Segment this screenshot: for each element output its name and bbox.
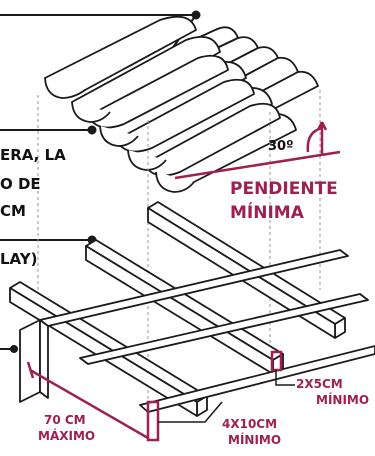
tile-rows [44, 15, 319, 187]
tile-cover [115, 78, 255, 153]
spacing-label-2: MÁXIMO [38, 428, 95, 443]
tile-ends [44, 77, 195, 193]
guide-lines [37, 90, 321, 400]
rafters [19, 249, 375, 413]
size-leaders [158, 370, 295, 423]
slope-label-line-1: PENDIENTE [230, 179, 338, 199]
tile-cover [143, 102, 281, 177]
angle-label: 30º [268, 139, 293, 154]
rafter [139, 345, 375, 413]
rafter [79, 293, 369, 365]
callout-text-2: O DE [0, 175, 41, 193]
batten-size-label-1: 2X5CM [296, 377, 343, 391]
rafter-size-label-1: 4X10CM [222, 417, 277, 431]
slope-indicator [174, 121, 341, 180]
rafter-end [19, 319, 41, 403]
leader-top-dot [191, 10, 201, 20]
spacing-label-1: 70 CM [44, 413, 86, 427]
callout-text-3: CM [0, 202, 26, 220]
rafter-section-marker [146, 400, 160, 442]
slope-label-line-2: MÍNIMA [230, 201, 305, 223]
tile-cover [87, 54, 229, 129]
callout-text-1: ERA, LA [0, 146, 66, 164]
leader-tiles-dot [87, 125, 97, 135]
callout-text-4: LAY) [0, 250, 37, 268]
leader-rafter-dot [10, 345, 18, 353]
spacing-dimension [26, 361, 149, 440]
batten-size-label-2: MÍNIMO [316, 392, 369, 407]
slope-line [174, 150, 341, 180]
rafter-size-label-2: MÍNIMO [228, 432, 281, 447]
